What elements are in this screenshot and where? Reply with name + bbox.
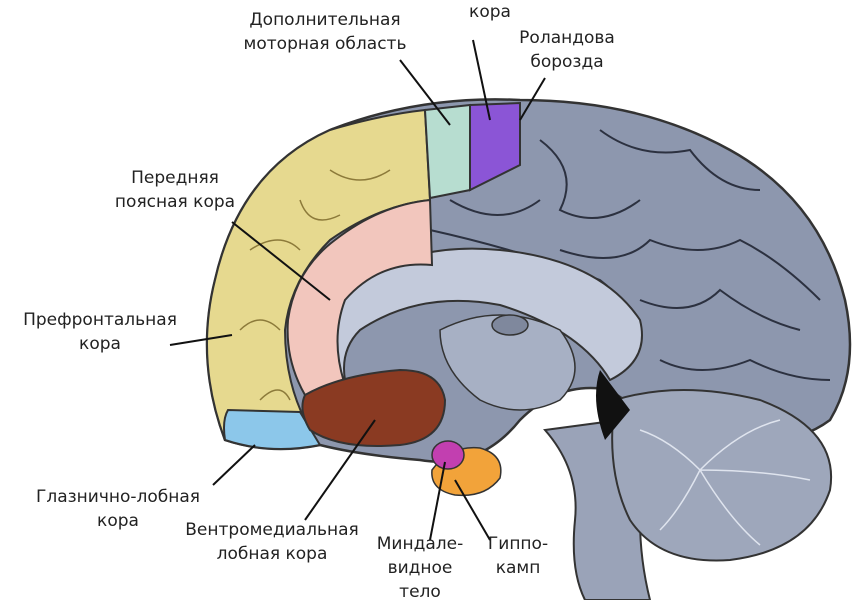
gyri-lines (429, 129, 831, 381)
ventricle (491, 314, 529, 336)
region-motor-cortex (469, 101, 521, 192)
cerebellum (611, 389, 833, 562)
label-motor-cortex: кора (469, 2, 511, 22)
region-anterior-cingulate (286, 198, 434, 397)
prefrontal-gyri (239, 169, 391, 401)
leader-lines (169, 39, 546, 541)
fourth-ventricle (596, 370, 630, 440)
label-hippocampus: Гиппо-камп (487, 534, 549, 578)
region-amygdala (431, 440, 465, 470)
region-ventromedial (301, 368, 447, 447)
corpus-callosum (324, 247, 643, 383)
cerebellum-arbor (639, 419, 811, 546)
region-supplementary-motor (423, 103, 471, 200)
